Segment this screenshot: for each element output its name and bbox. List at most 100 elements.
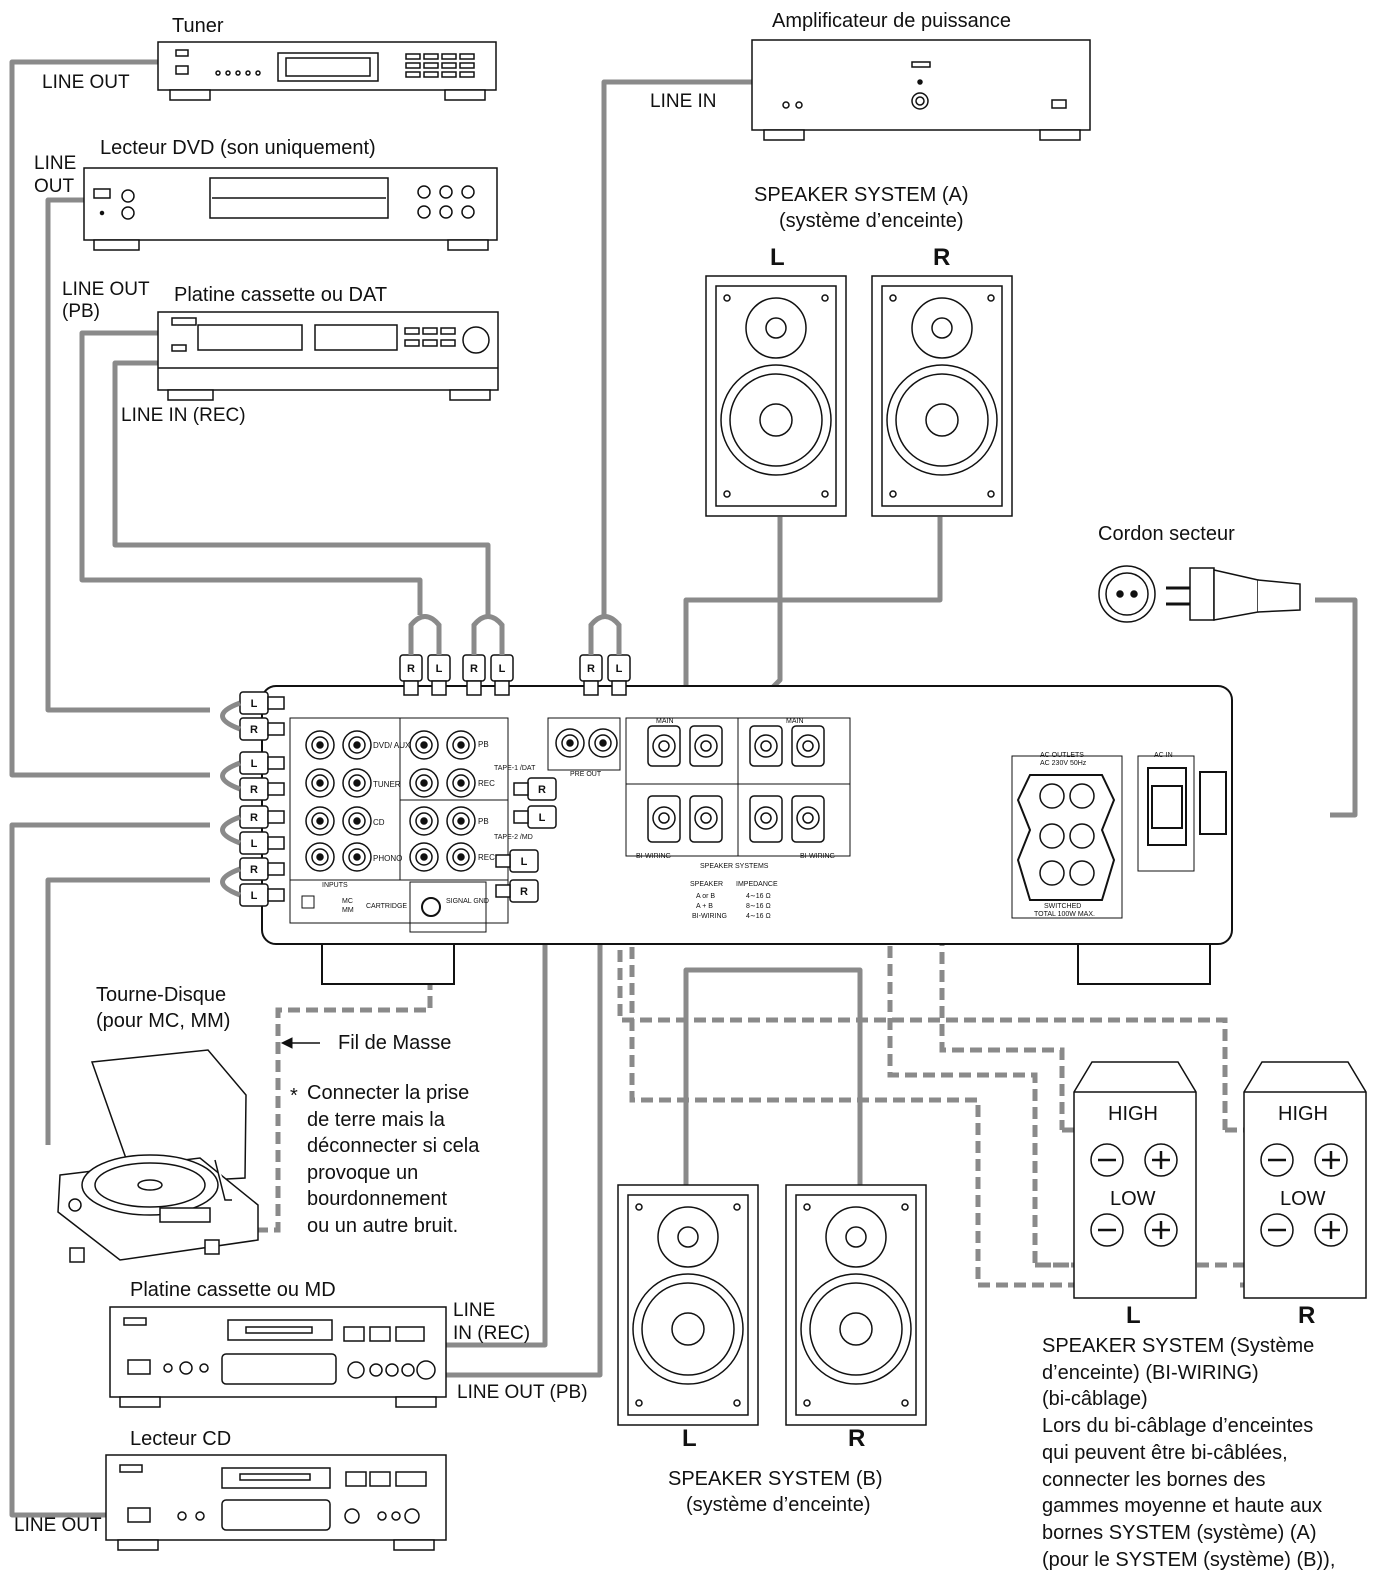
biwiring-note-line: d’enceinte) (BI-WIRING) [1042,1361,1259,1384]
md-line-in-2: IN (REC) [453,1323,531,1344]
speaker-b-title-2: (système d’enceinte) [686,1494,871,1516]
biwiring-note-line: (pour le SYSTEM (système) (B)), [1042,1548,1336,1571]
power-amplifier-device [751,39,1091,141]
svg-text:REC: REC [478,853,495,862]
tuner-device [157,41,497,101]
ac-outlet-sockets [1039,783,1095,886]
svg-text:SIGNAL GND: SIGNAL GND [446,898,489,905]
svg-text:CD: CD [373,818,385,827]
svg-text:MC: MC [342,898,353,905]
svg-text:BI-WIRING: BI-WIRING [636,853,671,860]
svg-text:L: L [521,856,528,868]
speaker-a-title-2: (système d’enceinte) [779,210,964,232]
svg-text:L: L [251,890,258,902]
svg-text:R: R [520,886,528,898]
svg-text:L: L [436,663,443,675]
speaker-b-right [785,1184,927,1426]
ground-arrow [280,1037,320,1049]
turntable-device [57,1049,259,1263]
ground-note-line: Connecter la prise [307,1082,470,1104]
svg-text:4∼16 Ω: 4∼16 Ω [746,913,771,920]
rca-plugs-left [239,691,285,907]
svg-text:SPEAKER: SPEAKER [690,881,723,888]
svg-text:R: R [407,663,415,675]
ground-note-line: de terre mais la [307,1108,445,1131]
biwiring-left-label: L [1126,1302,1141,1329]
svg-text:DVD/ AUX: DVD/ AUX [373,741,411,750]
speaker-a-title-1: SPEAKER SYSTEM (A) [754,184,969,206]
plug-letters: R L R L R L L R L R R L R L R L L R [250,663,623,902]
speaker-b-right-label: R [848,1425,866,1452]
svg-text:8∼16 Ω: 8∼16 Ω [746,903,771,910]
svg-text:R: R [250,812,258,824]
biwiring-speaker-left [1073,1061,1197,1299]
tape-line-out-1: LINE OUT [62,279,150,300]
speaker-b-left-label: L [682,1425,697,1452]
svg-text:PB: PB [478,817,489,826]
md-title: Platine cassette ou MD [130,1279,336,1301]
svg-text:BI-WIRING: BI-WIRING [800,853,835,860]
cd-player-device [105,1454,447,1551]
svg-text:MAIN: MAIN [786,718,804,725]
speaker-terminals [647,725,825,843]
svg-text:L: L [499,663,506,675]
rca-plugs-top [399,654,631,696]
biwiring-note: SPEAKER SYSTEM (Système d’enceinte) (BI-… [1042,1333,1335,1573]
tape-line-out-2: (PB) [62,301,100,322]
biwiring-low-right: LOW [1280,1188,1326,1210]
biwiring-high-left: HIGH [1108,1103,1158,1125]
speaker-a-left-label: L [770,244,785,271]
speaker-b-left [617,1184,759,1426]
svg-text:R: R [250,864,258,876]
svg-text:INPUTS: INPUTS [322,882,348,889]
tuner-line-out: LINE OUT [42,72,130,93]
biwiring-note-line: (bi-câblage) [1042,1388,1148,1411]
amp-title: Amplificateur de puissance [772,10,1012,32]
dvd-title: Lecteur DVD (son uniquement) [100,137,376,159]
biwiring-note-line: connecter les bornes des [1042,1468,1266,1491]
speaker-a-left [705,275,847,517]
svg-text:L: L [251,758,258,770]
svg-text:R: R [250,784,258,796]
power-cord-title: Cordon secteur [1098,523,1235,545]
svg-text:L: L [251,698,258,710]
biwiring-note-line: gammes moyenne et haute aux [1042,1495,1323,1518]
svg-text:4∼16 Ω: 4∼16 Ω [746,893,771,900]
ground-note: Connecter la prise de terre mais la déco… [307,1080,479,1239]
cd-line-out: LINE OUT [14,1515,102,1536]
speaker-a-right [871,275,1013,517]
svg-text:AC OUTLETS: AC OUTLETS [1040,752,1084,759]
cassette-dat-device [157,311,499,401]
svg-text:PRE OUT: PRE OUT [570,771,602,778]
input-jacks [305,728,618,872]
rca-plugs-tape [495,777,557,903]
svg-text:R: R [470,663,478,675]
svg-text:CARTRIDGE: CARTRIDGE [366,903,407,910]
svg-text:R: R [250,724,258,736]
speaker-b-title-1: SPEAKER SYSTEM (B) [668,1468,883,1490]
svg-text:MAIN: MAIN [656,718,674,725]
turntable-title-2: (pour MC, MM) [96,1010,231,1032]
biwiring-high-right: HIGH [1278,1103,1328,1125]
ground-note-line: déconnecter si cela [307,1135,480,1157]
svg-text:MM: MM [342,907,354,914]
svg-text:L: L [251,838,258,850]
biwiring-note-line: Lors du bi-câblage d’enceintes [1042,1415,1314,1438]
power-cord [1098,565,1301,623]
svg-text:SWITCHED: SWITCHED [1044,903,1081,910]
svg-text:A + B: A + B [696,903,713,910]
md-cassette-device [109,1306,447,1408]
svg-text:SPEAKER SYSTEMS: SPEAKER SYSTEMS [700,863,769,870]
svg-text:TAPE-2 /MD: TAPE-2 /MD [494,834,533,841]
svg-text:L: L [539,812,546,824]
svg-text:PB: PB [478,740,489,749]
ground-note-line: bourdonnement [307,1188,448,1210]
rca-plugs-top-wires [408,614,622,655]
md-line-in-1: LINE [453,1300,496,1321]
cd-title: Lecteur CD [130,1428,232,1450]
svg-text:PHONO: PHONO [373,854,402,863]
turntable-title-1: Tourne-Disque [96,984,227,1006]
ground-note-line: provoque un [307,1161,419,1184]
svg-text:R: R [587,663,595,675]
